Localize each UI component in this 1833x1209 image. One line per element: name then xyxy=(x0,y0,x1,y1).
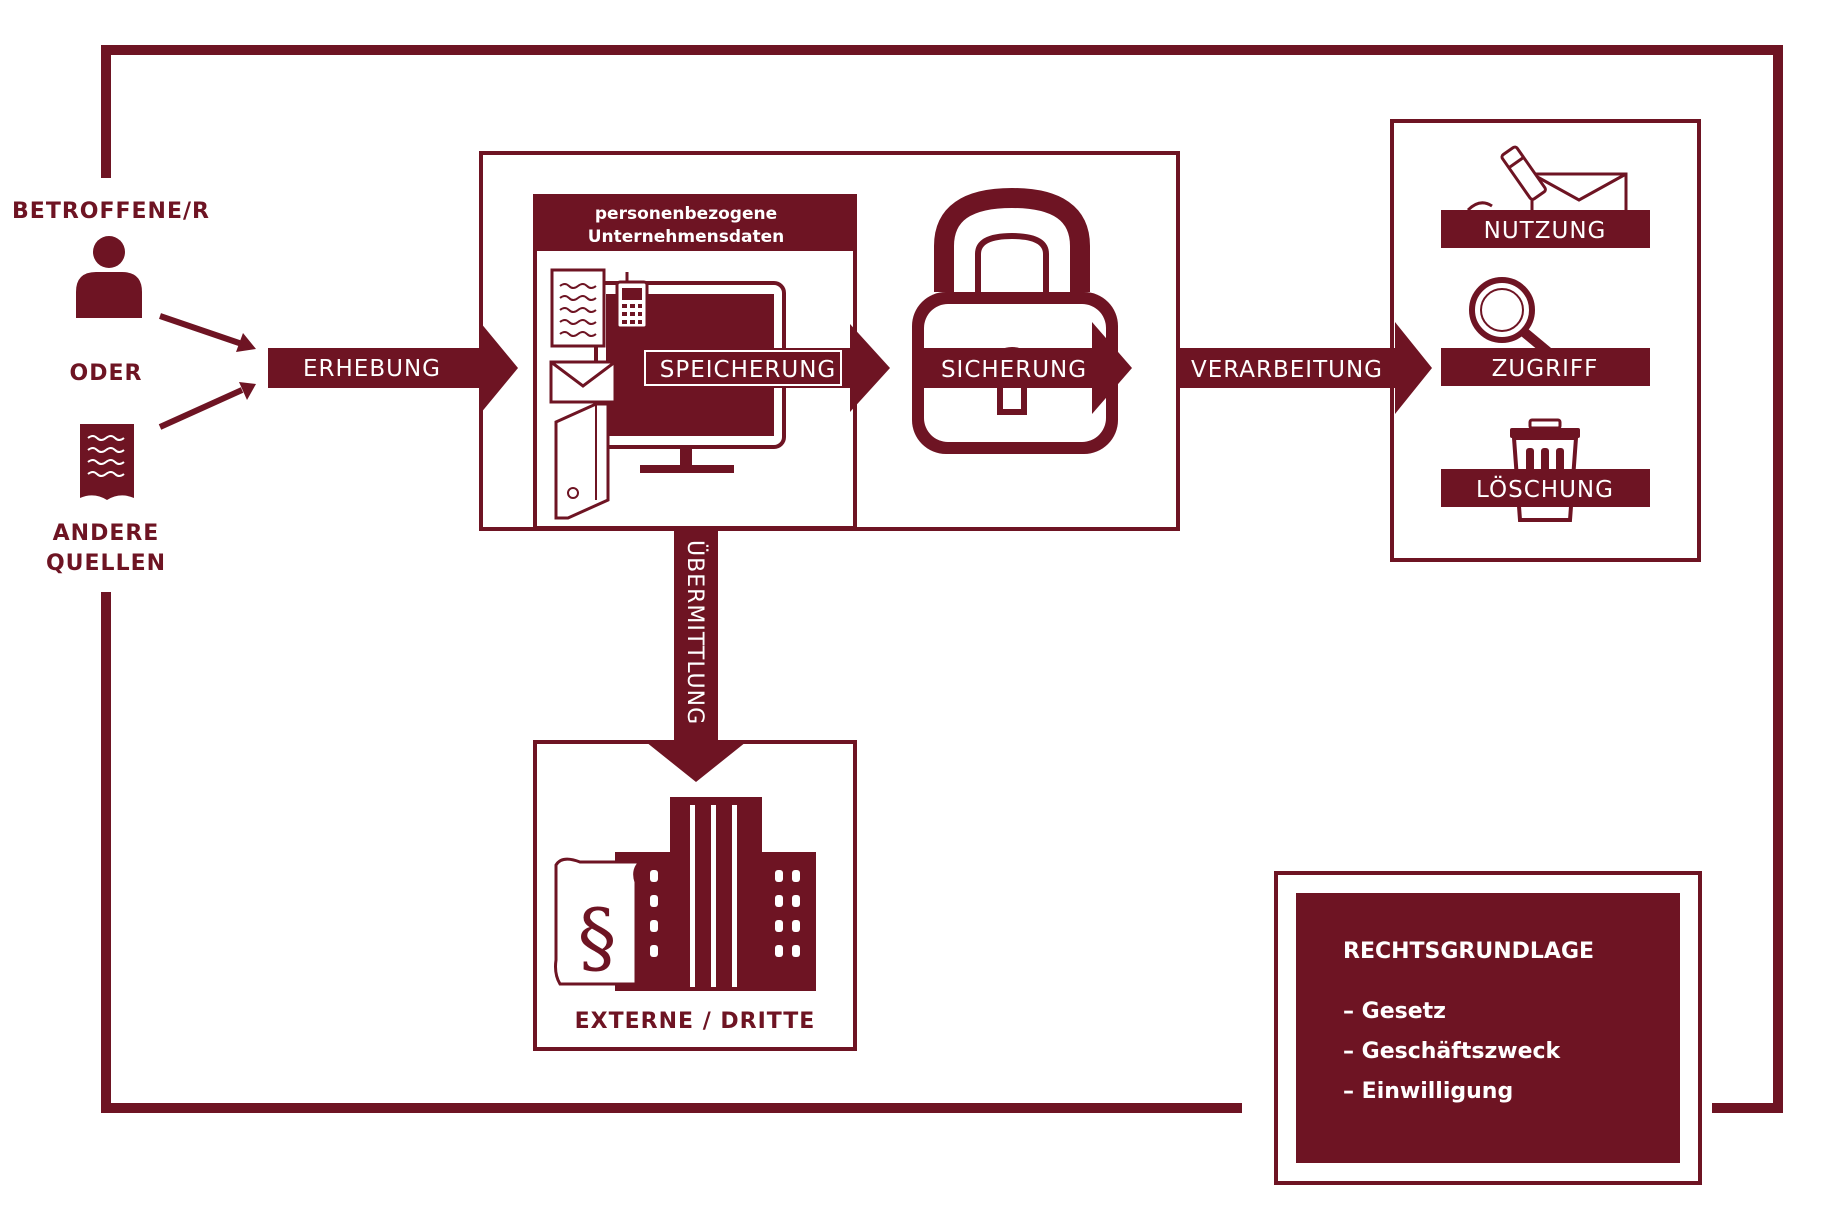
svg-text:§: § xyxy=(578,893,617,983)
external-label: EXTERNE / DRITTE xyxy=(575,1009,816,1034)
nutzung-bar xyxy=(1441,210,1650,248)
speicherung-label: SPEICHERUNG xyxy=(660,357,837,383)
padlock-icon xyxy=(912,187,1118,454)
verarbeitung-label: VERARBEITUNG xyxy=(1191,357,1383,383)
binder-icon xyxy=(554,402,610,520)
other-sources-label-line2: QUELLEN xyxy=(46,551,166,576)
zugriff-label: ZUGRIFF xyxy=(1492,356,1599,382)
data-panel-title-line1: personenbezogene xyxy=(595,204,777,224)
zugriff-bar xyxy=(1441,348,1650,386)
nutzung-label: NUTZUNG xyxy=(1484,218,1607,244)
erhebung-arrow: ERHEBUNG xyxy=(268,322,518,414)
sicherung-label: SICHERUNG xyxy=(941,357,1087,383)
person-icon xyxy=(76,236,142,318)
verarbeitung-arrow: VERARBEITUNG xyxy=(1178,322,1432,414)
phone-icon xyxy=(615,272,649,330)
legal-basis-box: RECHTSGRUNDLAGE – Gesetz – Geschäftszwec… xyxy=(1274,871,1702,1185)
legal-item-einwilligung: – Einwilligung xyxy=(1343,1079,1513,1104)
envelope-pen-icon xyxy=(1466,145,1628,218)
sicherung-arrow: SICHERUNG xyxy=(912,322,1132,414)
legal-title: RECHTSGRUNDLAGE xyxy=(1343,939,1594,964)
document-icon xyxy=(550,268,606,348)
data-panel-header xyxy=(535,196,855,251)
source-arrows xyxy=(158,313,256,430)
erhebung-label: ERHEBUNG xyxy=(303,356,441,382)
data-panel-title-line2: Unternehmensdaten xyxy=(588,227,785,247)
legal-item-geschaeftszweck: – Geschäftszweck xyxy=(1343,1039,1562,1064)
paragraph-document-icon: § xyxy=(554,857,644,986)
envelope-icon xyxy=(549,360,617,404)
building-icon xyxy=(615,797,816,991)
external-box: § EXTERNE / DRITTE xyxy=(533,740,857,1051)
document-icon xyxy=(80,424,134,500)
sources-group: BETROFFENE/R ODER ANDERE QUELLEN xyxy=(12,199,256,576)
uebermittlung-label: ÜBERMITTLUNG xyxy=(682,540,708,725)
person-label: BETROFFENE/R xyxy=(12,199,210,224)
loeschung-label: LÖSCHUNG xyxy=(1476,475,1614,503)
other-sources-label-line1: ANDERE xyxy=(53,521,160,546)
magnifier-icon xyxy=(1469,277,1552,356)
or-label: ODER xyxy=(70,361,143,386)
legal-item-gesetz: – Gesetz xyxy=(1343,999,1446,1024)
processing-box: NUTZUNG ZUGRIFF LÖSCHUNG xyxy=(1390,119,1701,562)
uebermittlung-arrow: ÜBERMITTLUNG xyxy=(646,529,746,782)
speicherung-arrow: SPEICHERUNG xyxy=(640,324,890,412)
loeschung-bar xyxy=(1441,469,1650,507)
outer-frame xyxy=(101,45,1783,1113)
